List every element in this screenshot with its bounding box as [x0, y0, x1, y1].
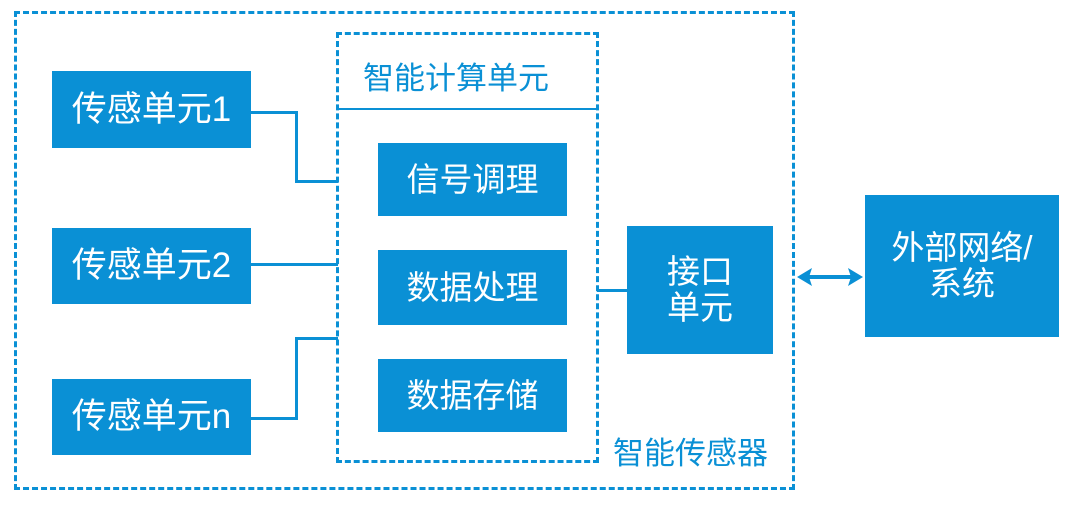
connector-sensor2-segment-horizontal [251, 263, 338, 266]
compute-unit-title: 智能计算单元 [363, 61, 549, 96]
smart-sensor-label: 智能传感器 [613, 436, 768, 471]
connector-sensorn-segment-vertical [295, 337, 298, 420]
connector-sensor1-segment-horizontal-top [251, 111, 298, 114]
connector-sensor1-segment-vertical [295, 111, 298, 183]
bidirectional-arrow-icon [797, 268, 863, 286]
smart-sensor-boundary [14, 11, 795, 490]
connector-sensorn-segment-horizontal-top [295, 337, 338, 340]
sensing-unit-n-box[interactable]: 传感单元n [52, 379, 251, 455]
data-processing-box[interactable]: 数据处理 [378, 250, 567, 325]
interface-unit-box[interactable]: 接口 单元 [627, 226, 773, 354]
connector-compute-to-interface [597, 289, 629, 292]
compute-unit-title-divider [338, 108, 597, 110]
compute-unit-boundary [336, 32, 599, 463]
sensing-unit-2-box[interactable]: 传感单元2 [52, 228, 251, 304]
data-storage-box[interactable]: 数据存储 [378, 359, 567, 432]
connector-sensorn-segment-horizontal-bottom [251, 417, 298, 420]
signal-conditioning-box[interactable]: 信号调理 [378, 143, 567, 216]
sensing-unit-1-box[interactable]: 传感单元1 [52, 71, 251, 148]
external-network-box[interactable]: 外部网络/ 系统 [865, 195, 1059, 337]
connector-sensor1-segment-horizontal-bottom [295, 180, 338, 183]
